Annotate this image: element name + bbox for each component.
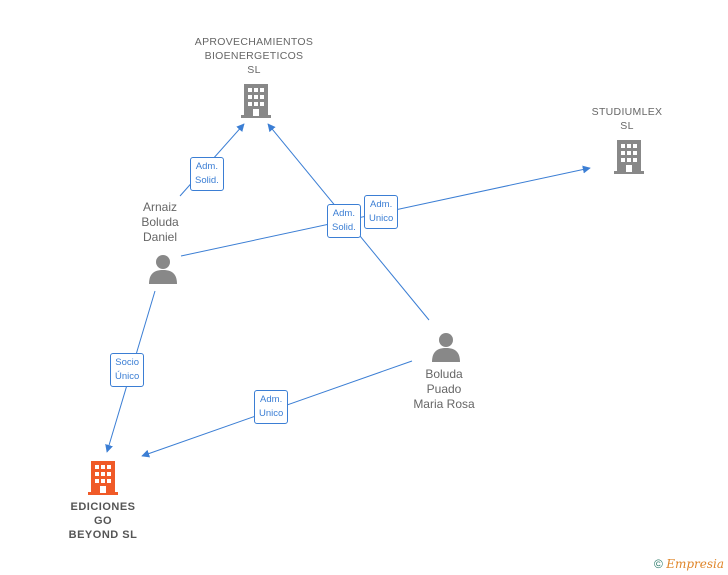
building-icon[interactable] (241, 84, 271, 118)
edge-label-arnaiz-aprovechamientos[interactable]: Adm. Solid. (190, 157, 224, 191)
person-icon[interactable] (432, 333, 460, 362)
edge-label-boluda-ediciones[interactable]: Adm. Unico (254, 390, 289, 424)
person-label-arnaiz[interactable]: Arnaiz Boluda Daniel (141, 200, 179, 244)
edge-label-boluda-aprovechamientos[interactable]: Adm. Solid. (327, 204, 361, 238)
brand-logo: Empresia (666, 557, 724, 571)
edge-label-arnaiz-studiumlex[interactable]: Adm. Unico (364, 195, 399, 229)
copyright-notice: © Empresia (654, 557, 724, 571)
company-label-ediciones[interactable]: EDICIONES GO BEYOND SL (68, 501, 138, 541)
person-label-boluda[interactable]: Boluda Puado Maria Rosa (413, 367, 475, 411)
building-icon[interactable] (614, 140, 644, 174)
edge-label-arnaiz-ediciones[interactable]: Socio Único (110, 353, 145, 387)
copyright-icon: © (654, 557, 663, 571)
company-label-aprovechamientos[interactable]: APROVECHAMIENTOS BIOENERGETICOS SL (194, 36, 314, 76)
building-icon[interactable] (88, 461, 118, 495)
person-icon[interactable] (149, 255, 177, 284)
company-label-studiumlex[interactable]: STUDIUMLEX SL (591, 106, 663, 132)
